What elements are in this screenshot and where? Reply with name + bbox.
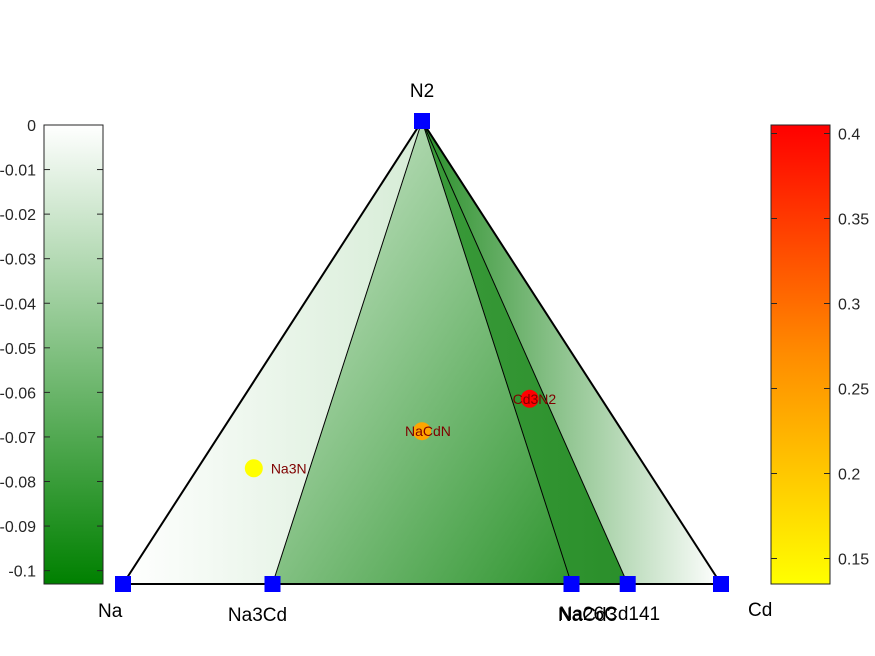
stable-point-n2[interactable] (414, 113, 430, 129)
colorbar-left (43, 124, 104, 585)
colorbar-tick-label: -0.08 (0, 475, 36, 492)
colorbar-tick-label: -0.07 (0, 430, 36, 447)
colorbar-tick-label: 0.25 (838, 382, 869, 399)
tie-line-cd-n2 (421, 120, 722, 585)
stable-point-nacd3[interactable] (563, 576, 580, 592)
stable-point-na[interactable] (115, 576, 131, 592)
colorbar-tick-label: 0 (27, 118, 36, 135)
unstable-point-na3n[interactable] (244, 459, 263, 478)
phase-label-na26cd141: Na26Cd141 (559, 604, 660, 625)
stable-point-cd[interactable] (713, 576, 729, 592)
colorbar-tick-label: -0.02 (0, 207, 36, 224)
phase-label-na: Na (98, 601, 123, 622)
tie-line-na3cd-n2 (272, 120, 423, 585)
tie-line-nacd3-n2 (421, 120, 572, 585)
colorbar-tick-label: -0.05 (0, 341, 36, 358)
stable-point-na26cd141[interactable] (619, 576, 636, 592)
phase-label-cd: Cd (748, 600, 772, 621)
colorbar-tick-label: 0.35 (838, 212, 869, 229)
phase-label-nacd3: NaCd3 (558, 605, 617, 626)
tie-line-na-n2 (122, 120, 423, 585)
colorbar-tick-label: -0.01 (0, 163, 36, 180)
unstable-point-nacdn[interactable] (413, 422, 431, 441)
colorbar-tick-label: -0.03 (0, 252, 36, 269)
colorbar-right (770, 124, 831, 585)
colorbar-tick-label: -0.04 (0, 296, 36, 313)
hull-facet (272, 121, 572, 584)
unstable-label-na3n: Na3N (271, 460, 307, 476)
unstable-phases (244, 389, 539, 478)
tie-lines (122, 120, 722, 585)
colorbar-tick-label: -0.1 (8, 564, 36, 581)
colorbar-tick-label: 0.4 (838, 127, 860, 144)
colorbar-tick-label: -0.06 (0, 385, 36, 402)
phase-label-n2: N2 (410, 81, 434, 102)
stable-point-na3cd[interactable] (264, 576, 281, 592)
stable-phases (115, 113, 729, 592)
colorbar-tick-label: 0.15 (838, 552, 869, 569)
phase-label-na3cd: Na3Cd (228, 605, 287, 626)
colorbar-tick-label: 0.2 (838, 467, 860, 484)
colorbar-tick-label: -0.09 (0, 519, 36, 536)
colorbar-tick-label: 0.3 (838, 297, 860, 314)
unstable-label-nacdn: NaCdN (405, 423, 451, 439)
hull-facets (123, 121, 721, 584)
tie-line-na26cd141-n2 (421, 120, 629, 585)
unstable-label-cd3n2: Cd3N2 (513, 391, 557, 407)
unstable-point-cd3n2[interactable] (520, 389, 539, 408)
